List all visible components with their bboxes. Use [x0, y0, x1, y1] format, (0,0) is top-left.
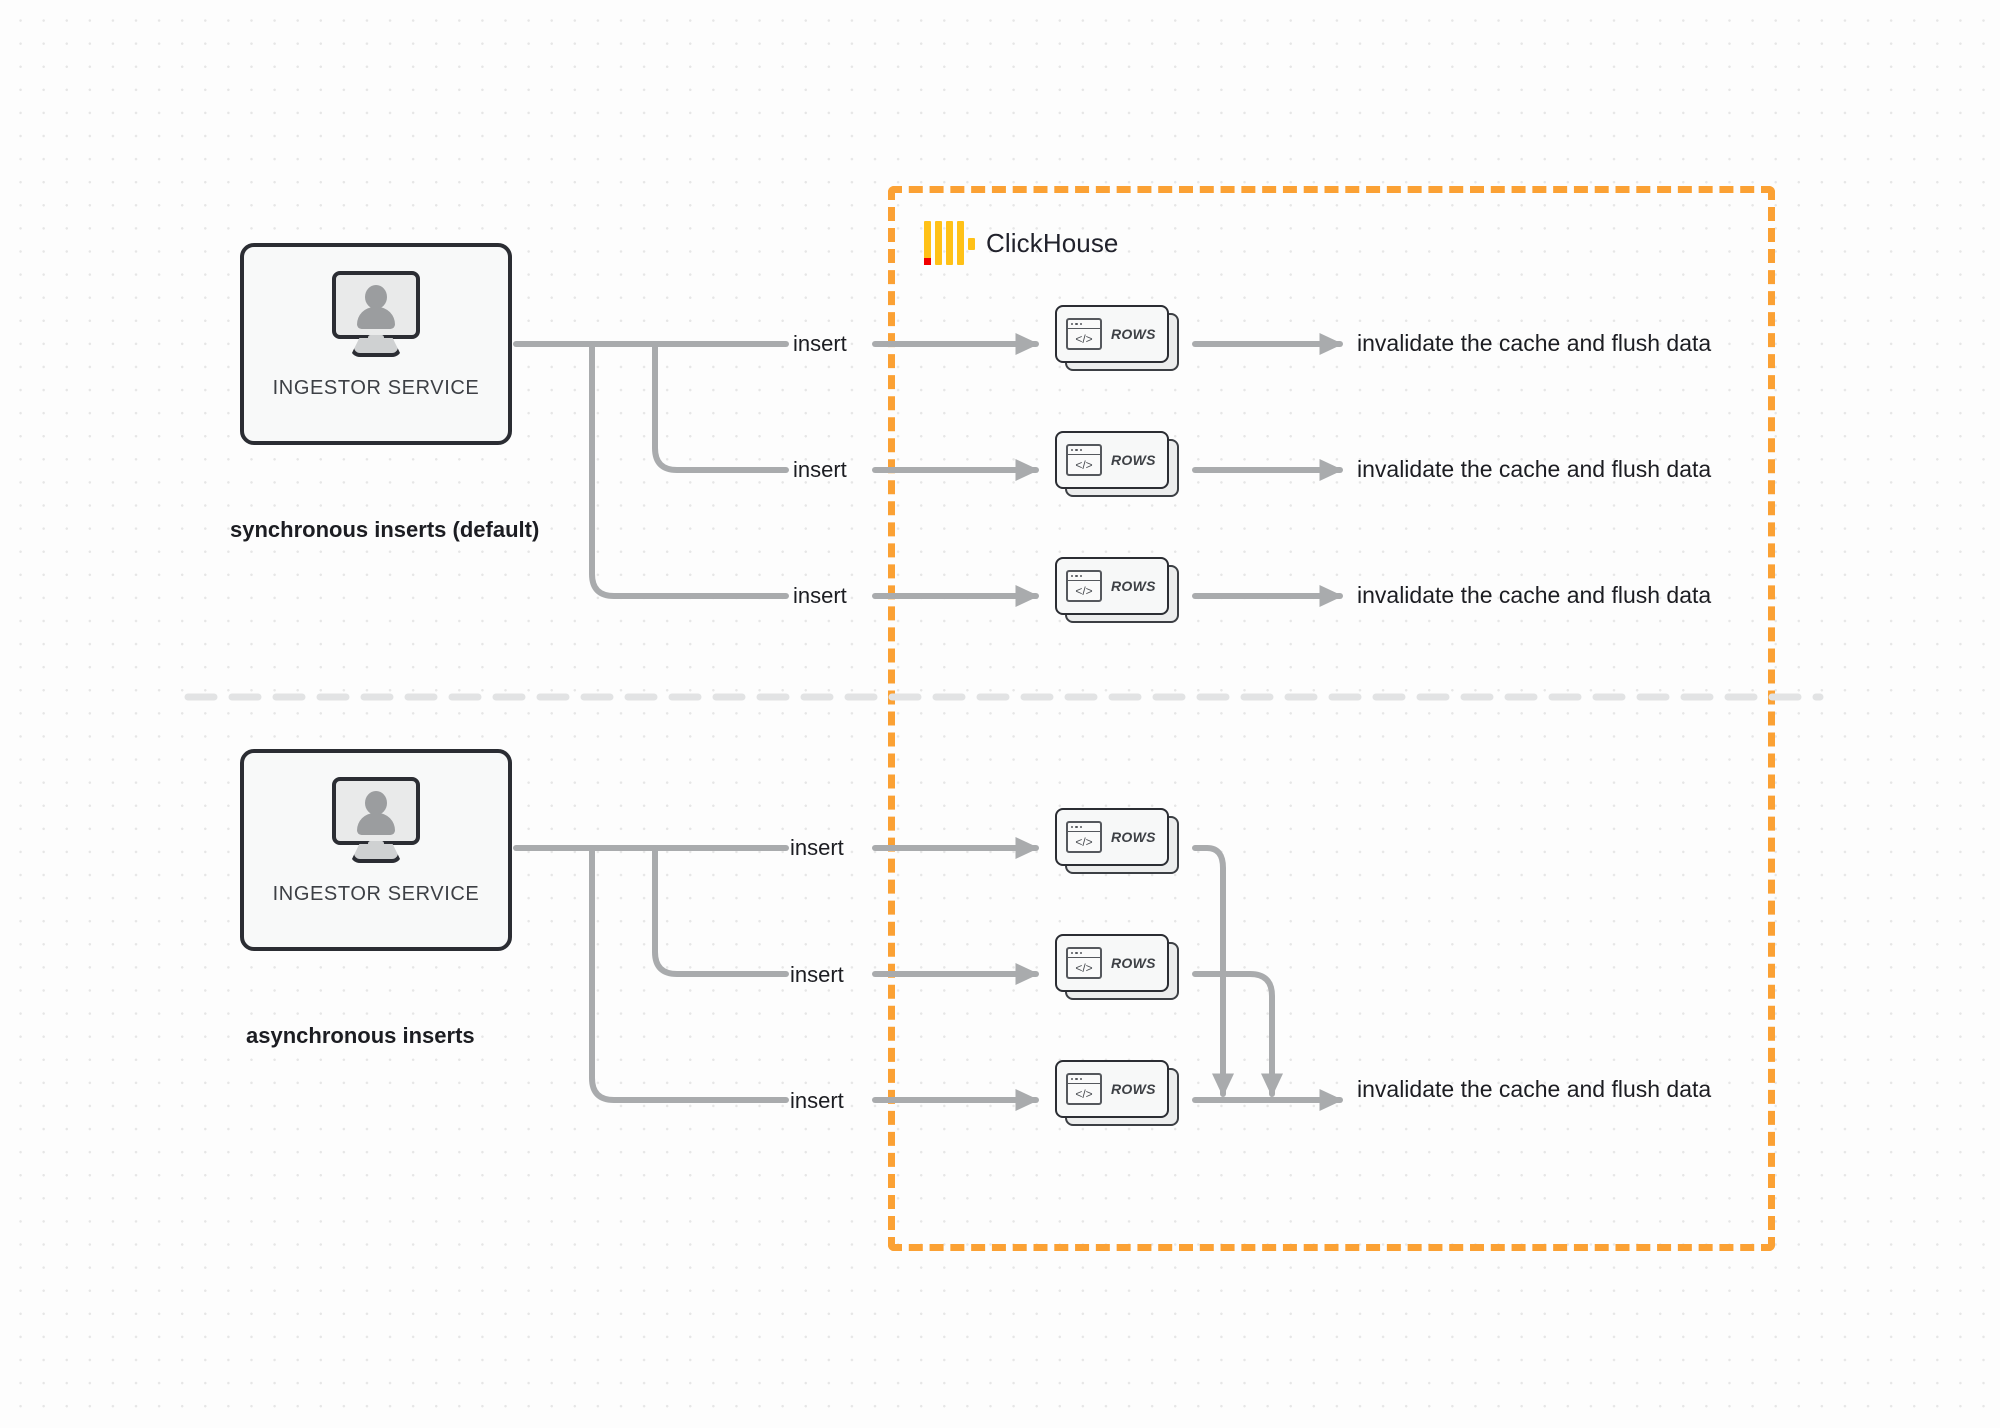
insert-label-sync-2: insert: [793, 457, 847, 482]
clickhouse-title: ClickHouse: [986, 227, 1119, 258]
clickhouse-logo-icon: [924, 221, 975, 265]
rows-node-sync-1[interactable]: </> ROWS: [1055, 305, 1179, 371]
caption-asynchronous: asynchronous inserts: [246, 1023, 475, 1048]
code-window-icon: </>: [1066, 1073, 1102, 1105]
rows-node-label: ROWS: [1111, 955, 1156, 971]
caption-synchronous: synchronous inserts (default): [230, 517, 540, 542]
code-window-icon: </>: [1066, 947, 1102, 979]
wire-async-branch-3: [589, 845, 789, 1103]
rows-node-sync-2[interactable]: </> ROWS: [1055, 431, 1179, 497]
ingestor-service-label: INGESTOR SERVICE: [272, 377, 480, 399]
monitor-user-icon: [330, 777, 422, 863]
rows-node-label: ROWS: [1111, 578, 1156, 594]
insert-label-async-3: insert: [790, 1088, 844, 1113]
code-window-icon: </>: [1066, 821, 1102, 853]
clickhouse-boundary: [888, 186, 1775, 1251]
flush-label-sync-1: invalidate the cache and flush data: [1357, 330, 1712, 356]
insert-label-sync-3: insert: [793, 583, 847, 608]
flush-label-sync-3: invalidate the cache and flush data: [1357, 582, 1712, 608]
ingestor-service-label: INGESTOR SERVICE: [272, 883, 480, 905]
insert-label-sync-1: insert: [793, 331, 847, 356]
rows-node-label: ROWS: [1111, 1081, 1156, 1097]
code-window-icon: </>: [1066, 570, 1102, 602]
rows-node-async-1[interactable]: </> ROWS: [1055, 808, 1179, 874]
rows-node-label: ROWS: [1111, 326, 1156, 342]
code-window-icon: </>: [1066, 444, 1102, 476]
ingestor-service-sync[interactable]: INGESTOR SERVICE: [240, 243, 512, 445]
rows-node-async-3[interactable]: </> ROWS: [1055, 1060, 1179, 1126]
rows-node-label: ROWS: [1111, 452, 1156, 468]
wire-sync-branch-3: [589, 341, 789, 599]
clickhouse-brand: ClickHouse: [924, 221, 1119, 265]
code-window-icon: </>: [1066, 318, 1102, 350]
flush-label-async-merged: invalidate the cache and flush data: [1357, 1076, 1712, 1102]
wire-async-branch-2: [652, 845, 789, 977]
monitor-user-icon: [330, 271, 422, 357]
flush-label-sync-2: invalidate the cache and flush data: [1357, 456, 1712, 482]
ingestor-service-async[interactable]: INGESTOR SERVICE: [240, 749, 512, 951]
rows-node-async-2[interactable]: </> ROWS: [1055, 934, 1179, 1000]
wire-sync-branch-2: [652, 341, 789, 473]
rows-node-sync-3[interactable]: </> ROWS: [1055, 557, 1179, 623]
rows-node-label: ROWS: [1111, 829, 1156, 845]
insert-label-async-1: insert: [790, 835, 844, 860]
insert-label-async-2: insert: [790, 962, 844, 987]
